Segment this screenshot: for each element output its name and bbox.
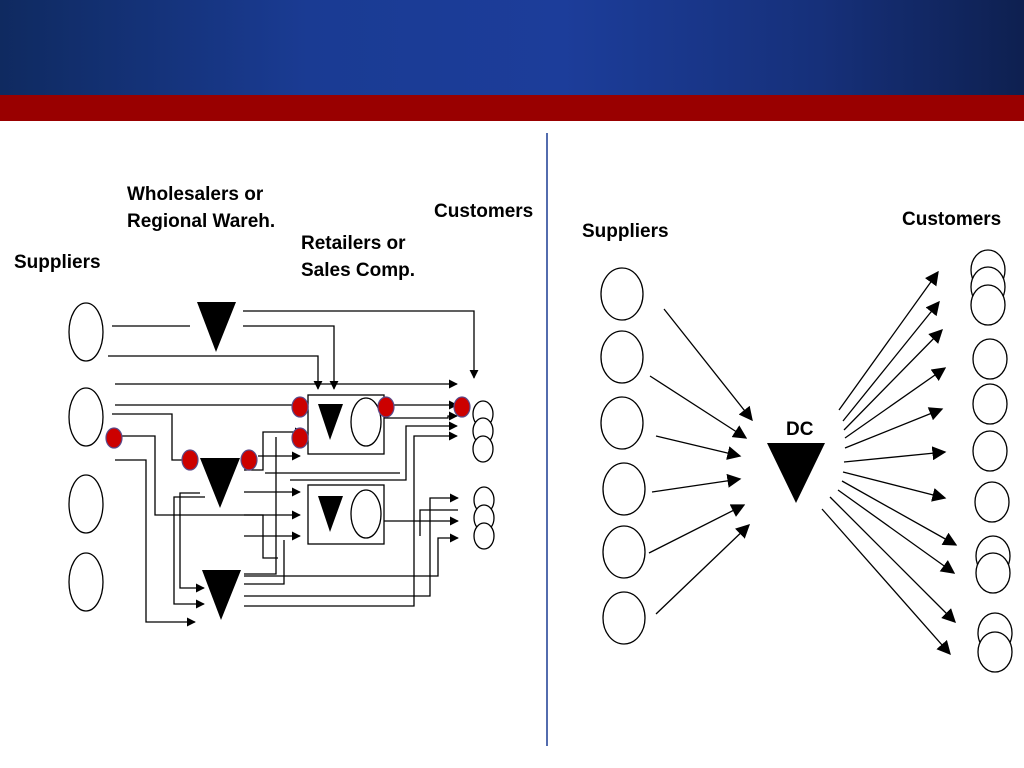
wholesalers-label-line1: Wholesalers or [127, 184, 264, 205]
flow-arrow [173, 496, 205, 609]
dc-label: DC [786, 419, 814, 440]
supplier-node [68, 474, 104, 534]
flow-arrow [842, 300, 940, 422]
supplier-node [600, 330, 644, 384]
wholesaler-triangle [200, 458, 240, 508]
flow-arrow [649, 375, 748, 439]
flow-arrow [843, 329, 943, 431]
flow-arrow [244, 431, 458, 607]
flow-line [116, 435, 278, 559]
inventory-point [377, 396, 395, 418]
retailers-label-line2: Sales Comp. [301, 260, 415, 281]
flow-arrow [244, 533, 459, 577]
left-customers-label: Customers [434, 201, 533, 222]
flow-arrow [108, 355, 323, 390]
header-band [0, 0, 1024, 95]
customer-node [974, 481, 1010, 523]
left-customers [472, 400, 495, 550]
inventory-points [105, 396, 471, 471]
retailer-circle [350, 397, 382, 447]
flow-arrow [663, 308, 753, 422]
customer-node [972, 383, 1008, 425]
inventory-point [291, 396, 309, 418]
flow-arrow [844, 407, 944, 449]
flow-line [244, 437, 277, 575]
right-suppliers-label: Suppliers [582, 221, 669, 242]
flow-arrow [244, 427, 304, 471]
supplier-node [602, 525, 646, 579]
flow-arrow [838, 270, 939, 411]
right-customers [970, 249, 1013, 673]
accent-band [0, 95, 1024, 121]
retailers-label-line1: Retailers or [301, 233, 406, 254]
flow-arrow [837, 489, 956, 574]
customer-node [473, 522, 495, 550]
flow-arrow [843, 446, 947, 463]
flow-arrow [115, 459, 196, 627]
supplier-node [68, 302, 104, 362]
dc-triangle [767, 443, 825, 503]
inventory-point [240, 449, 258, 471]
retailer-nodes [307, 394, 385, 545]
flow-arrow [384, 411, 458, 421]
supplier-node [600, 396, 644, 450]
wholesaler-triangle [197, 302, 236, 352]
inbound-arrows [648, 308, 753, 615]
supplier-node [602, 462, 646, 516]
customer-node [972, 338, 1008, 380]
flow-line [244, 540, 285, 585]
flow-arrow [179, 492, 205, 593]
flow-arrow [244, 493, 459, 597]
flow-arrow [290, 421, 458, 481]
flow-arrow [829, 496, 956, 623]
left-suppliers-label: Suppliers [14, 252, 101, 273]
flow-arrow [419, 509, 458, 536]
inventory-point [291, 427, 309, 449]
left-flow-lines [108, 310, 479, 627]
outbound-arrows [821, 270, 958, 656]
wholesalers-label-line2: Regional Wareh. [127, 211, 275, 232]
right-customers-label: Customers [902, 209, 1001, 230]
inventory-point [105, 427, 123, 449]
flow-arrow [243, 325, 339, 390]
customer-node [472, 435, 494, 463]
flow-arrow [842, 471, 947, 502]
right-suppliers [600, 267, 646, 645]
customer-node [972, 430, 1008, 472]
flow-arrow [844, 367, 947, 439]
supplier-node [68, 387, 104, 447]
retailer-triangle [318, 404, 343, 440]
wholesaler-nodes [197, 302, 241, 620]
inventory-point [453, 396, 471, 418]
flow-arrow [821, 508, 951, 656]
flow-arrow [651, 473, 742, 493]
customer-node [975, 552, 1011, 594]
flow-arrow [655, 524, 751, 615]
flow-arrow [112, 413, 195, 465]
flow-arrow [648, 504, 746, 554]
flow-arrow [243, 310, 479, 379]
retailer-triangle [318, 496, 343, 532]
supplier-node [600, 267, 644, 321]
supplier-node [602, 591, 646, 645]
flow-arrow [655, 435, 742, 460]
supplier-node [68, 552, 104, 612]
wholesaler-triangle [202, 570, 241, 620]
flow-arrow [841, 480, 958, 546]
inventory-point [181, 449, 199, 471]
retailer-circle [350, 489, 382, 539]
customer-node [970, 284, 1006, 326]
customer-node [977, 631, 1013, 673]
left-suppliers [68, 302, 104, 612]
